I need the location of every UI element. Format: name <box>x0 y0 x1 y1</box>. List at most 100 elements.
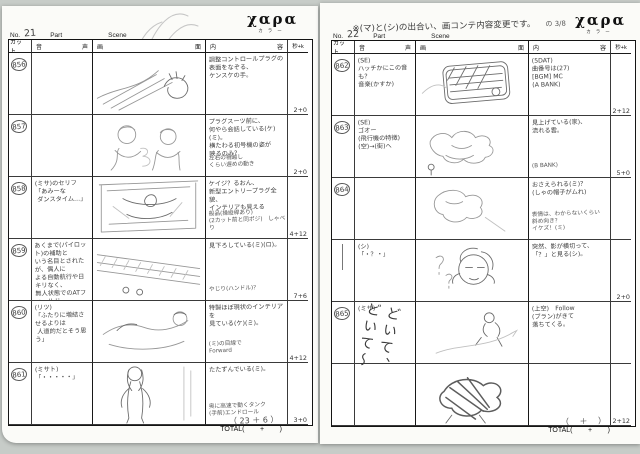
content-cell: おさえられる(ミ)？ (しゃの帽子がムれ)表情は、わからないくらい 斜め向き？ … <box>529 178 611 240</box>
content-cell: 特製ほぼ現状のインテリアを 見ている(ケ)(ミ)。(ミ)の目線で Forward <box>206 301 288 363</box>
content-cell: (5DAT) 曲番号は(27) [BGM] MC (A BANK) <box>529 54 611 116</box>
col-header-audio: 音声 <box>32 40 93 53</box>
sketch-dark-impact-mass <box>439 377 502 424</box>
sketch-clouds <box>427 130 494 176</box>
sketch-hand-on-plug <box>96 70 189 111</box>
frame-cell <box>416 364 529 426</box>
audio-cell <box>355 364 416 426</box>
khara-logo: χαρα カラー <box>247 12 298 34</box>
content-cell: 見下ろしている(ミ)(ロ)。やじり(ハンドル)？ <box>206 239 288 301</box>
khara-logo-text: χαρα <box>247 10 298 28</box>
col-header-time: 秒+k <box>288 40 308 53</box>
time-cell: 2+0 <box>288 53 308 115</box>
time-cell: 2+12 <box>611 54 631 116</box>
time-cell: 2+0 <box>288 115 308 177</box>
content-cell: プラグスーツ前に、 何やら会話している(ケ)(ミ)。 横たわる初号機の姿が 映る… <box>206 115 288 177</box>
cut-number: 857 <box>10 118 28 134</box>
time-cell <box>611 302 631 364</box>
page-header: No. 21 Part Scene <box>10 26 235 40</box>
content-cell <box>529 364 611 426</box>
audio-cell: (シ) 「・？・」 <box>355 240 416 302</box>
content-cell: ケイジ？るおん、 新型エントリープラグ全貌、 インテリアも見える般品(操縦桿あり… <box>206 177 288 239</box>
frame-cell <box>93 115 206 177</box>
cut-cell: 858 <box>9 177 32 239</box>
audio-cell: (SE) ハッチかにこの音も？ 音楽(かすか) <box>355 54 416 116</box>
cut-number: 864 <box>333 181 351 197</box>
time-cell <box>611 178 631 240</box>
cut-cell: 859 <box>9 239 32 301</box>
no-label: No. <box>10 32 21 39</box>
frame-cell <box>93 301 206 363</box>
content-cell: 突然、影が横切って、 「？」と見る(シ)。 <box>529 240 611 302</box>
khara-logo: χαρα カラー <box>575 13 626 35</box>
col-header-cut: カット <box>9 40 32 53</box>
cut-number: 863 <box>333 119 351 135</box>
audio-cell: あくまで(パイロット)の補助と いう名目とされたが、偶人に よる自動航行や日キリ… <box>32 239 93 301</box>
frame-cell <box>93 53 206 115</box>
audio-cell: (ミサ)のセリフ 「あみーな ダンスタイム…」 <box>32 177 93 239</box>
col-header-audio: 音声 <box>355 41 416 54</box>
cut-number: 860 <box>10 304 28 320</box>
frame-cell <box>416 178 529 240</box>
scene-label: Scene <box>431 33 450 40</box>
sketch-two-figures <box>110 125 181 171</box>
storyboard-table-22: カット 音声 画面 内容 秒+k 862 (SE) ハッチかにこの音も？ 音楽(… <box>331 40 636 427</box>
cut-cell: 864 <box>332 178 355 240</box>
frame-cell <box>93 177 206 239</box>
cut-cell: 865 <box>332 302 355 364</box>
cut-cell: 856 <box>9 53 32 115</box>
part-label: Part <box>50 32 63 39</box>
page-number-hand: 21 <box>23 27 37 40</box>
cut-cell: 863 <box>332 116 355 178</box>
part-label: Part <box>373 33 386 40</box>
cut-number: 858 <box>10 180 28 196</box>
sketch-falling-figure <box>435 312 519 354</box>
cut-cell: 862 <box>332 54 355 116</box>
scene-label: Scene <box>108 32 127 39</box>
storyboard-page-21: No. 21 Part Scene χαρα カラー カット 音声 画面 内容 … <box>2 6 318 443</box>
sketch-standing-woman <box>120 366 192 424</box>
frame-cell <box>416 240 529 302</box>
cut-number: 856 <box>10 56 28 72</box>
sketch-cockpit-interior <box>98 180 199 233</box>
no-label: No. <box>333 33 344 40</box>
storyboard-table-21: カット 音声 画面 内容 秒+k 856 調整コントロールプラグの 表面をなぞる… <box>8 39 313 426</box>
sketch-overhead-structure <box>96 254 201 296</box>
audio-cell <box>32 115 93 177</box>
audio-cell: (ミサ) <box>355 302 416 364</box>
content-cell: (上空) Follow (ブラン)がきて 落ちてくる。 <box>529 302 611 364</box>
time-cell: 5+0 <box>611 116 631 178</box>
time-cell: 4+12 <box>288 177 308 239</box>
time-cell: 2+0 <box>611 240 631 302</box>
total-label: TOTAL( + ) <box>548 427 610 434</box>
time-cell: 3+0 <box>288 363 308 425</box>
time-cell: 4+12 <box>288 301 308 363</box>
cut-number: 861 <box>10 366 28 382</box>
audio-cell <box>32 53 93 115</box>
col-header-cut: カット <box>332 41 355 54</box>
col-header-content: 内容 <box>529 41 611 54</box>
frame-cell <box>93 363 206 425</box>
cut-cell-continuation <box>332 364 355 426</box>
audio-cell <box>355 178 416 240</box>
frame-cell <box>416 54 529 116</box>
page-header: No. 22 Part Scene <box>333 27 558 41</box>
khara-logo-sub: カラー <box>258 28 287 33</box>
content-cell: 見上げている(家)、 流れる雲。(B BANK) <box>529 116 611 178</box>
cut-cell-continuation <box>332 240 355 302</box>
audio-cell: (SE) ゴオー (飛行機の特徴) (空)→(街)へ <box>355 116 416 178</box>
continuation-tick <box>342 244 343 270</box>
khara-logo-sub: カラー <box>586 29 615 34</box>
total-handwritten: （ 23 ＋ 6 ） <box>228 415 279 426</box>
cut-cell: 861 <box>9 363 32 425</box>
total-handwritten: （ ＋ ） <box>560 416 607 427</box>
col-header-screen: 画面 <box>416 41 529 54</box>
time-cell: 7+6 <box>288 239 308 301</box>
time-cell: 2+12 <box>611 364 631 426</box>
cut-cell: 860 <box>9 301 32 363</box>
frame-cell <box>416 116 529 178</box>
content-cell: たたずんでいる(ミ)。奥に高速で動くタンク (手前)エンドロール <box>206 363 288 425</box>
sketch-smoke-blob <box>433 189 506 232</box>
frame-cell <box>416 302 529 364</box>
